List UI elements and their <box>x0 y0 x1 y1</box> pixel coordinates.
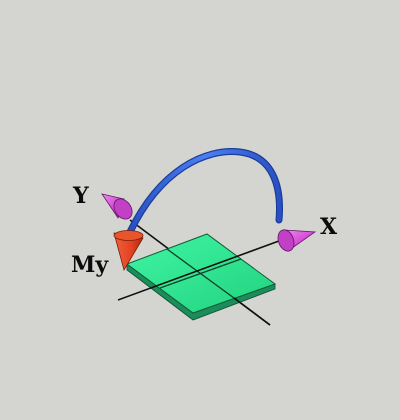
moment-arc-highlight <box>127 149 282 235</box>
x-axis-label: X <box>320 214 338 240</box>
axis-line-y-lower <box>233 297 271 326</box>
y-axis-cone-icon <box>101 193 133 220</box>
y-axis-label: Y <box>72 183 89 209</box>
moment-label: My <box>71 252 109 278</box>
moment-cone-icon <box>113 230 144 272</box>
axis-line-x <box>117 233 299 301</box>
moment-arc <box>126 148 283 236</box>
x-axis-cone-icon <box>277 229 317 252</box>
plate-midline-2 <box>159 258 242 289</box>
